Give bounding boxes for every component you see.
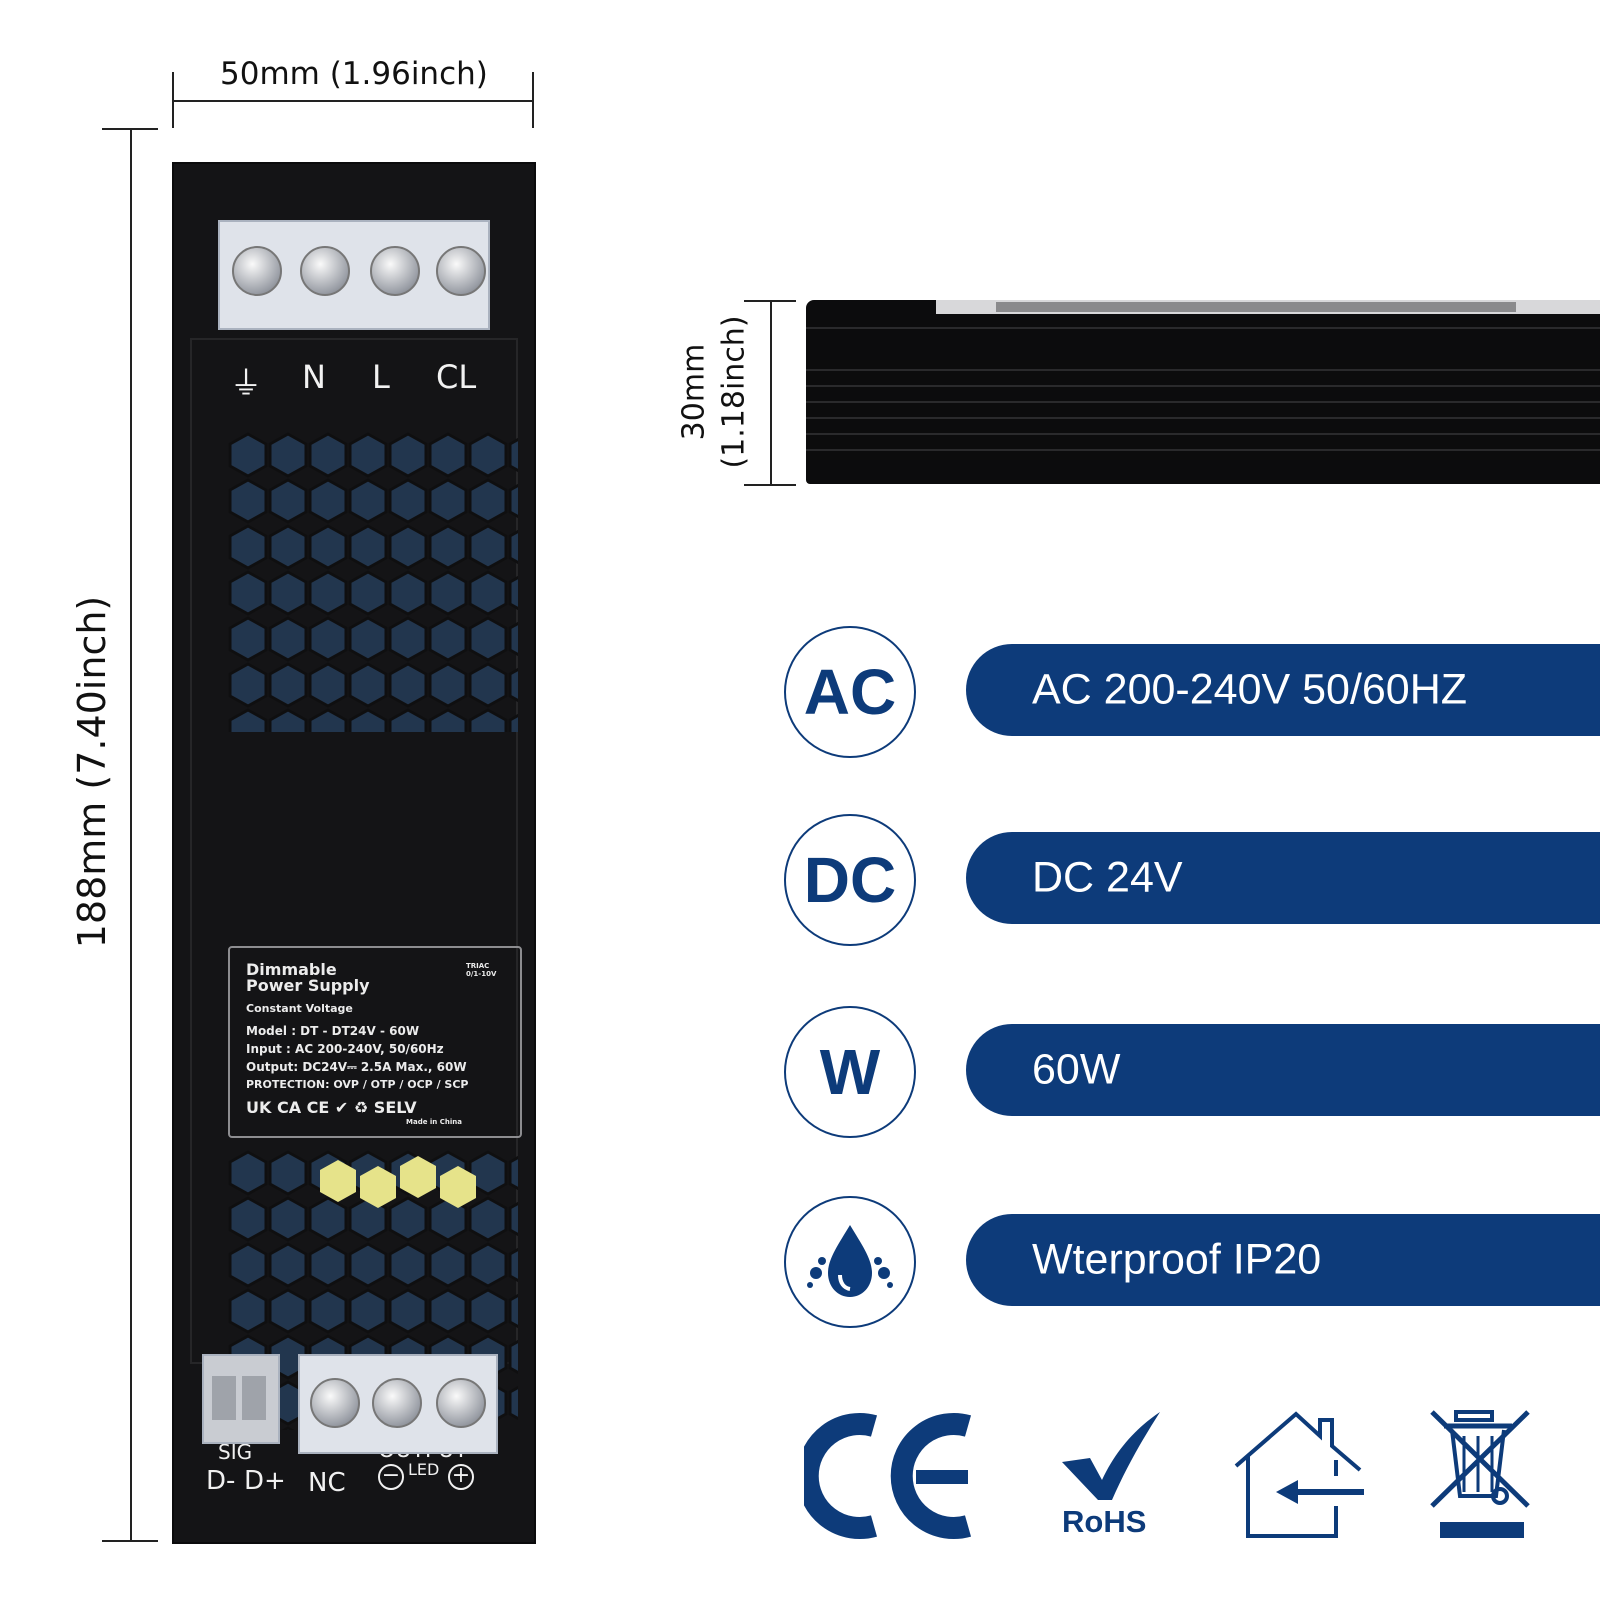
signal-clip: [212, 1376, 236, 1420]
dc-icon-text: DC: [803, 844, 897, 916]
label-title-line2: Power Supply: [246, 976, 370, 995]
ac-spec-value: AC 200-240V 50/60HZ: [1032, 665, 1468, 714]
dc-spec-bar: DC 24V: [966, 832, 1600, 924]
sig-label: SIG: [218, 1440, 253, 1464]
ac-spec-bar: AC 200-240V 50/60HZ: [966, 644, 1600, 736]
output-terminal-block: [298, 1354, 498, 1454]
depth-dimension-mm-label: 30mm: [676, 343, 712, 441]
dc-icon: DC: [784, 814, 916, 946]
power-supply-front-view: ⏚ N L CL Dimmable Power Supply Constant …: [172, 162, 536, 1544]
weee-bin-icon: [1430, 1410, 1530, 1538]
ce-mark-icon: [804, 1413, 972, 1539]
watt-icon: W: [784, 1006, 916, 1138]
watt-spec-value: 60W: [1032, 1045, 1121, 1094]
screw-icon: [370, 246, 420, 296]
spec-label-plate: Dimmable Power Supply Constant Voltage T…: [228, 946, 522, 1138]
height-dimension-tick-top: [102, 128, 158, 130]
signal-clip: [242, 1376, 266, 1420]
watt-icon-text: W: [819, 1036, 881, 1108]
power-supply-side-view: [806, 300, 1600, 484]
terminal-label-cl: CL: [436, 358, 477, 396]
nc-label: NC: [308, 1468, 346, 1498]
screw-icon: [372, 1378, 422, 1428]
label-dim-mode-2: 0/1-10V: [466, 970, 497, 978]
label-cert-marks: UK CA CE ✔ ♻ SELV: [246, 1098, 417, 1117]
screw-icon: [300, 246, 350, 296]
waterproof-spec-value: Wterproof IP20: [1032, 1235, 1322, 1284]
side-ribs: [806, 300, 1600, 451]
width-dimension-line: [172, 100, 534, 102]
width-dimension-tick-right: [532, 72, 534, 128]
height-dimension-tick-bottom: [102, 1540, 158, 1542]
label-made-in: Made in China: [406, 1118, 462, 1126]
label-output: Output: DC24V⎓ 2.5A Max., 60W: [246, 1060, 467, 1074]
rohs-check-icon: [1062, 1412, 1160, 1500]
water-drop-icon: [784, 1196, 916, 1328]
screw-icon: [436, 246, 486, 296]
label-dim-mode-1: TRIAC: [466, 962, 490, 970]
plus-symbol: +: [448, 1464, 474, 1490]
rohs-mark: RoHS: [1056, 1410, 1166, 1540]
terminal-label-l: L: [372, 358, 390, 396]
d-plus-label: D+: [244, 1466, 286, 1496]
depth-dimension-line: [770, 300, 772, 484]
water-drop-svg: [807, 1225, 893, 1297]
terminal-label-n: N: [302, 358, 326, 396]
width-dimension-tick-left: [172, 72, 174, 128]
minus-symbol: −: [378, 1464, 404, 1490]
screw-icon: [436, 1378, 486, 1428]
waterproof-spec-bar: Wterproof IP20: [966, 1214, 1600, 1306]
label-subtitle: Constant Voltage: [246, 1002, 353, 1015]
height-dimension-line: [130, 128, 132, 1540]
label-input: Input : AC 200-240V, 50/60Hz: [246, 1042, 444, 1056]
label-protection: PROTECTION: OVP / OTP / OCP / SCP: [246, 1078, 469, 1091]
psu-face-plate: ⏚ N L CL Dimmable Power Supply Constant …: [190, 338, 522, 1498]
screw-icon: [310, 1378, 360, 1428]
depth-dimension-inch-label: (1.18inch): [716, 315, 752, 469]
depth-dimension-tick-top: [744, 300, 796, 302]
indoor-use-icon: [1234, 1411, 1364, 1538]
height-dimension-label: 188mm (7.40inch): [70, 595, 114, 949]
d-minus-label: D-: [206, 1466, 236, 1496]
terminal-label-earth: ⏚: [230, 364, 263, 402]
ac-icon-text: AC: [803, 656, 897, 728]
upper-ventilation-grille: [228, 432, 518, 732]
watt-spec-bar: 60W: [966, 1024, 1600, 1116]
ac-icon: AC: [784, 626, 916, 758]
led-label: LED: [408, 1460, 440, 1479]
rohs-label: RoHS: [1062, 1504, 1147, 1539]
screw-icon: [232, 246, 282, 296]
width-dimension-label: 50mm (1.96inch): [220, 56, 488, 92]
dc-spec-value: DC 24V: [1032, 853, 1183, 902]
depth-dimension-tick-bottom: [744, 484, 796, 486]
input-terminal-block: [218, 220, 490, 330]
label-model: Model : DT - DT24V - 60W: [246, 1024, 420, 1038]
signal-terminal-block: [202, 1354, 280, 1444]
label-title-line1: Dimmable: [246, 960, 337, 979]
